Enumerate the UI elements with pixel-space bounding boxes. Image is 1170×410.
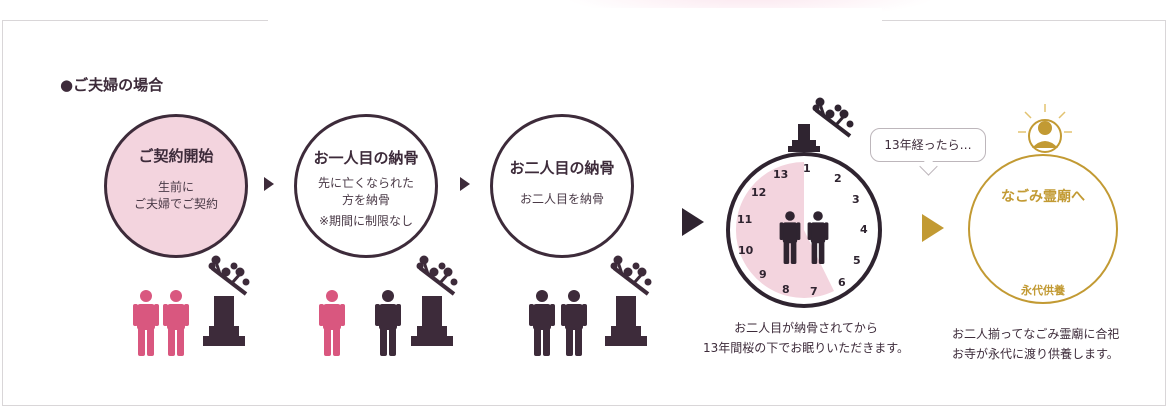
final-caption: お二人揃ってなごみ霊廟に合祀 お寺が永代に渡り供養します。	[952, 324, 1162, 364]
grave-icon	[203, 296, 245, 346]
arrow-right-gold-icon	[922, 214, 944, 242]
person-icon	[133, 290, 159, 356]
speech-bubble: 13年経ったら…	[870, 128, 986, 162]
clock-number: 5	[853, 254, 861, 267]
step-title: ご契約開始	[138, 147, 214, 165]
step-first-burial-circle: お一人目の納骨 先に亡くなられた 方を納骨 ※期間に制限なし	[294, 114, 438, 258]
step-text-line: 先に亡くなられた	[317, 176, 414, 190]
clock-number: 1	[803, 162, 811, 175]
final-memorial-circle: なごみ霊廟へ 永代供養	[968, 154, 1118, 304]
cherry-branch-icon	[207, 254, 251, 296]
cherry-branch-icon	[609, 254, 653, 296]
step-title: お一人目の納骨	[313, 149, 419, 167]
clock-caption: お二人目が納骨されてから	[716, 318, 896, 338]
clock-icon	[726, 96, 882, 308]
person-icon	[319, 290, 345, 356]
step-title: お二人目の納骨	[509, 159, 615, 177]
arrow-right-large-icon	[682, 208, 704, 236]
clock-number: 12	[751, 186, 767, 199]
grave-icon	[411, 296, 453, 346]
person-icon	[529, 290, 555, 356]
clock-number: 7	[810, 285, 818, 298]
caption-line: お寺が永代に渡り供養します。	[952, 347, 1119, 361]
clock-number: 8	[782, 283, 790, 296]
clock-number: 3	[852, 193, 860, 206]
clock-number: 11	[737, 213, 753, 226]
clock-number: 4	[860, 223, 868, 236]
section-title: ●ご夫婦の場合	[60, 76, 164, 94]
cherry-branch-icon	[811, 96, 855, 138]
caption-line: お二人目が納骨されてから	[734, 321, 878, 335]
step-contract-circle: ご契約開始 生前に ご夫婦でご契約	[104, 114, 248, 258]
person-icon	[375, 290, 401, 356]
clock-number: 13	[773, 168, 789, 181]
caption-line: お二人揃ってなごみ霊廟に合祀	[952, 327, 1120, 341]
step-text-line: 生前に	[157, 180, 194, 194]
frame-gap	[268, 8, 882, 44]
clock-number: 2	[834, 172, 842, 185]
arrow-right-icon	[460, 177, 470, 191]
clock-number: 6	[838, 276, 846, 289]
step-text-line: ご夫婦でご契約	[133, 197, 218, 211]
step-text-line: 方を納骨	[341, 193, 390, 207]
step-text-line: お二人目を納骨	[519, 192, 604, 206]
caption-line: 13年間桜の下でお眠りいただきます。	[702, 341, 910, 355]
clock-caption: 13年間桜の下でお眠りいただきます。	[686, 338, 926, 358]
buddha-icon	[1018, 104, 1072, 153]
person-icon	[163, 290, 189, 356]
arrow-right-icon	[264, 177, 274, 191]
step-second-burial-circle: お二人目の納骨 お二人目を納骨	[490, 114, 634, 258]
step-note: ※期間に制限なし	[318, 214, 414, 228]
person-icon	[561, 290, 587, 356]
clock-number: 9	[759, 268, 767, 281]
cherry-branch-icon	[415, 254, 459, 296]
final-subtitle: 永代供養	[1021, 284, 1065, 297]
grave-icon	[605, 296, 647, 346]
final-title: なごみ霊廟へ	[1001, 189, 1085, 205]
clock-number: 10	[738, 244, 754, 257]
